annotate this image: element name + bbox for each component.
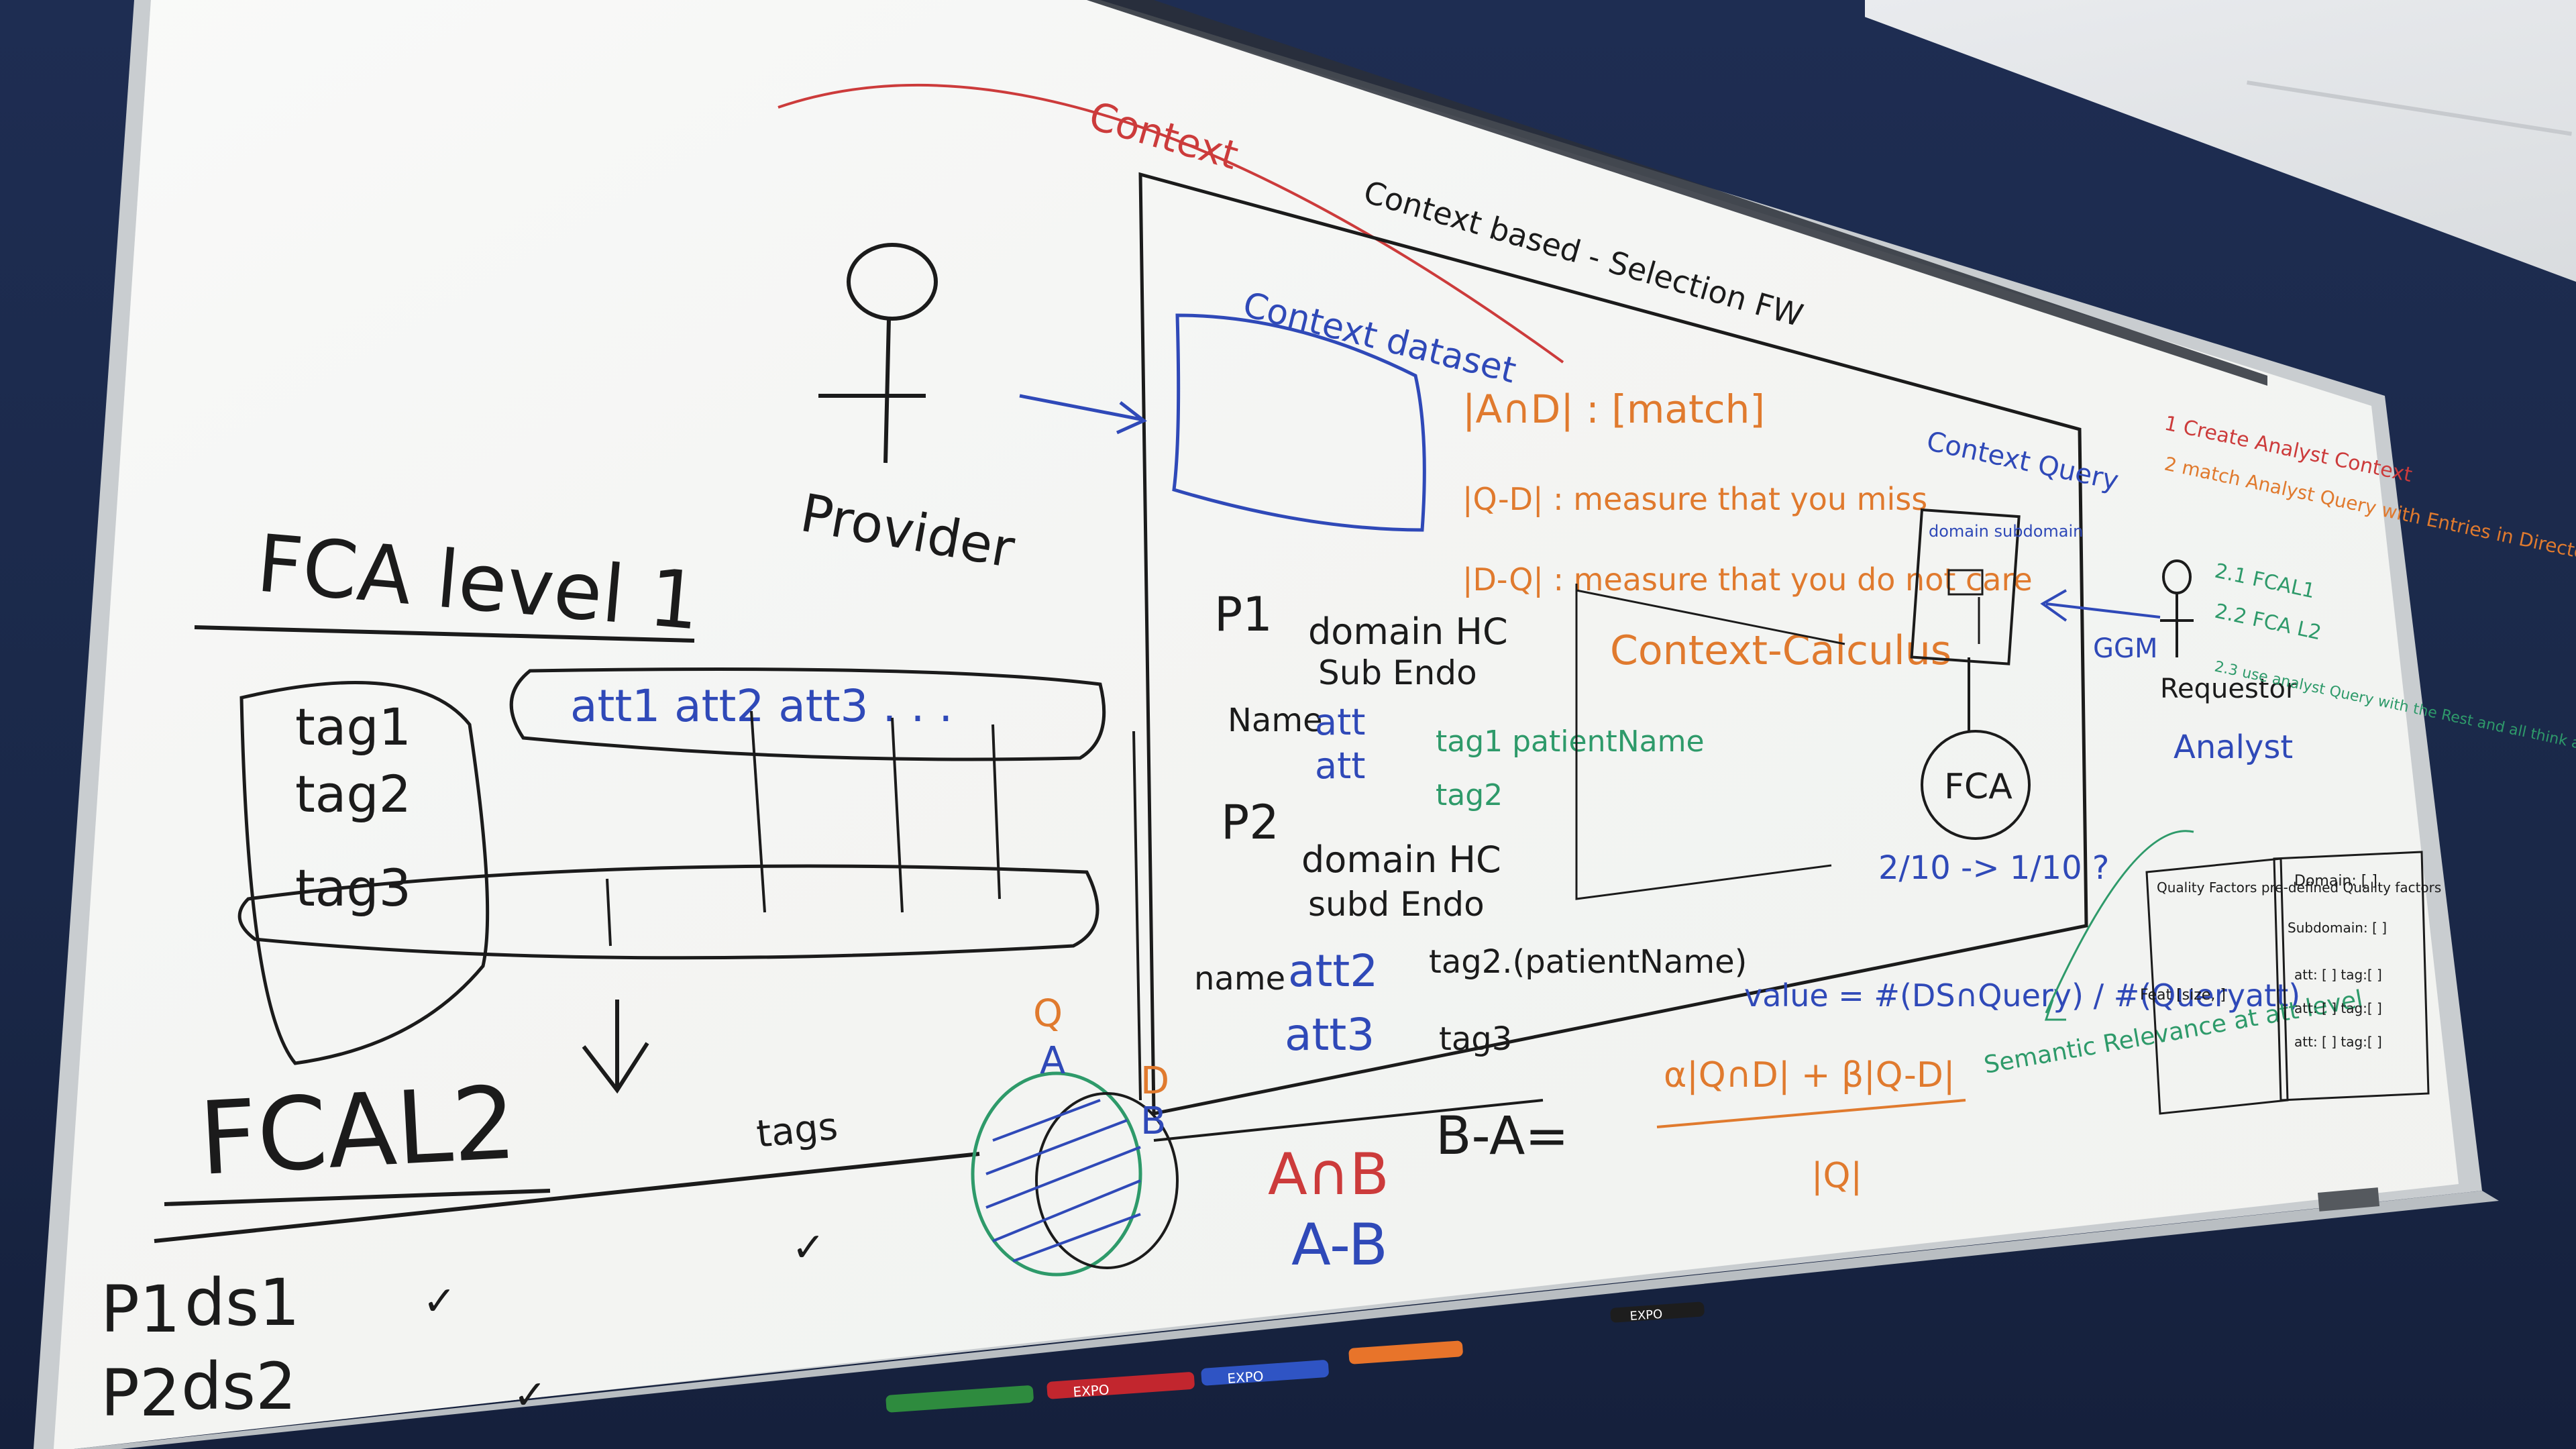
- fca-l2-title: FCAL2: [197, 1065, 519, 1197]
- row-ds: ds2: [181, 1349, 297, 1424]
- set-difference-ba: B-A=: [1436, 1106, 1569, 1167]
- p1-att1-tag: tag1 patientName: [1436, 724, 1705, 759]
- p1-label: P1: [1214, 587, 1273, 642]
- quality-att: att: [ ] tag:[ ]: [2294, 1000, 2382, 1016]
- row-ds: ds1: [184, 1265, 300, 1340]
- formula-alpha-denom: |Q|: [1811, 1156, 1862, 1196]
- p1-att2: att: [1315, 745, 1365, 787]
- analyst-label: Analyst: [2174, 729, 2293, 766]
- quality-subdomain: Subdomain: [ ]: [2288, 920, 2387, 936]
- provider-figure: [818, 243, 938, 464]
- framework-box: [1138, 172, 2088, 1116]
- quality-feat: Feat [size, ]: [2140, 987, 2226, 1004]
- svg-text:✓: ✓: [792, 1224, 825, 1271]
- svg-text:✓: ✓: [513, 1372, 547, 1419]
- p2-name: name: [1194, 960, 1285, 998]
- venn-label-b: B: [1140, 1099, 1166, 1143]
- fca-l2-tags: tags: [755, 1105, 840, 1157]
- marker-label: EXPO: [1629, 1307, 1663, 1324]
- p1-block: P1 domain HC Sub Endo Name att tag1 pati…: [1214, 587, 1705, 812]
- row-highlight: [237, 864, 1099, 960]
- set-intersection: A∩B: [1268, 1141, 1389, 1208]
- p1-att1: att: [1315, 701, 1365, 743]
- down-arrow: [582, 1000, 649, 1094]
- p2-att2-tag: tag2.(patientName): [1429, 943, 1747, 981]
- requestor-label: Requestor: [2160, 674, 2297, 704]
- p2-sub: subd Endo: [1308, 885, 1485, 924]
- formula-q-minus-d: |Q-D| : measure that you miss: [1462, 481, 1927, 518]
- svg-text:✓: ✓: [423, 1278, 456, 1325]
- formula-value: value = #(DS∩Query) / #(Queryatt): [1744, 977, 2300, 1014]
- p1-sub: Sub Endo: [1318, 653, 1477, 692]
- p2-domain: domain HC: [1301, 839, 1501, 881]
- set-difference-ab: A-B: [1291, 1212, 1388, 1279]
- quality-box: Quality Factors pre-defined Quality fact…: [2140, 851, 2441, 1115]
- venn-label-a: A: [1040, 1039, 1065, 1083]
- context-arc: [777, 83, 1564, 364]
- tags-box: [239, 681, 490, 1065]
- formula-and: |A∩D| : [match]: [1462, 386, 1765, 432]
- row-p: P1: [101, 1272, 180, 1347]
- formula-alpha: α|Q∩D| + β|Q-D|: [1664, 1055, 1955, 1095]
- requestor-figure: [2160, 559, 2194, 657]
- marker-red: [1046, 1372, 1195, 1399]
- p1-domain: domain HC: [1308, 610, 1508, 653]
- p2-block: P2 domain HC subd Endo name att2 tag2.(p…: [1194, 795, 1747, 1061]
- attributes-label: att1 att2 att3 . . .: [570, 680, 953, 732]
- p2-att2: att2: [1288, 945, 1378, 997]
- formulas: |A∩D| : [match] |Q-D| : measure that you…: [1462, 386, 2300, 1196]
- fca-l2-rows: P1 ds1 ✓ P2 ds2 ✓: [101, 1265, 547, 1431]
- quality-title: Quality Factors pre-defined Quality fact…: [2157, 879, 2441, 896]
- fca-l2-divider: [154, 1152, 980, 1243]
- eraser: [2318, 1187, 2380, 1212]
- tag-item: tag1: [295, 697, 411, 757]
- quality-att: att: [ ] tag:[ ]: [2294, 1034, 2382, 1050]
- marker-label: EXPO: [1227, 1368, 1265, 1387]
- formula-ratio: 2/10 -> 1/10 ?: [1878, 849, 2109, 887]
- p1-name: Name: [1228, 702, 1323, 739]
- marker-blue: [1201, 1360, 1329, 1386]
- formula-d-minus-q: |D-Q| : measure that you do not care: [1462, 561, 2033, 598]
- fca-circle-label: FCA: [1944, 767, 2012, 807]
- p1-att2-tag: tag2: [1436, 778, 1503, 812]
- venn-diagram: A B Q D: [971, 992, 1179, 1277]
- p2-label: P2: [1221, 795, 1279, 850]
- marker-green: [885, 1385, 1034, 1413]
- tag-item: tag2: [295, 764, 411, 824]
- ggm-label: GGM: [2093, 633, 2158, 664]
- quality-att: att: [ ] tag:[ ]: [2294, 967, 2382, 983]
- context-query-box-text: domain subdomain: [1929, 522, 2083, 541]
- marker-orange: [1348, 1340, 1463, 1364]
- venn-label-d: D: [1140, 1059, 1169, 1103]
- quality-domain: Domain: [ ]: [2294, 873, 2377, 890]
- markers: EXPO EXPO EXPO: [885, 1301, 1705, 1413]
- context-dataset-box: [1172, 313, 1426, 532]
- fca-level1-underline: [194, 625, 695, 643]
- row-p: P2: [101, 1356, 180, 1431]
- attributes-box: [509, 667, 1106, 761]
- p2-att3-tag: tag3: [1439, 1020, 1512, 1058]
- venn-label-q: Q: [1033, 992, 1063, 1036]
- p2-att3: att3: [1285, 1009, 1375, 1061]
- marker-black: [1610, 1301, 1705, 1323]
- formula-calculus: Context-Calculus: [1610, 627, 1951, 674]
- marker-label: EXPO: [1073, 1381, 1110, 1400]
- provider-arrow: [1019, 394, 1147, 435]
- marker-tray: [74, 1191, 2499, 1449]
